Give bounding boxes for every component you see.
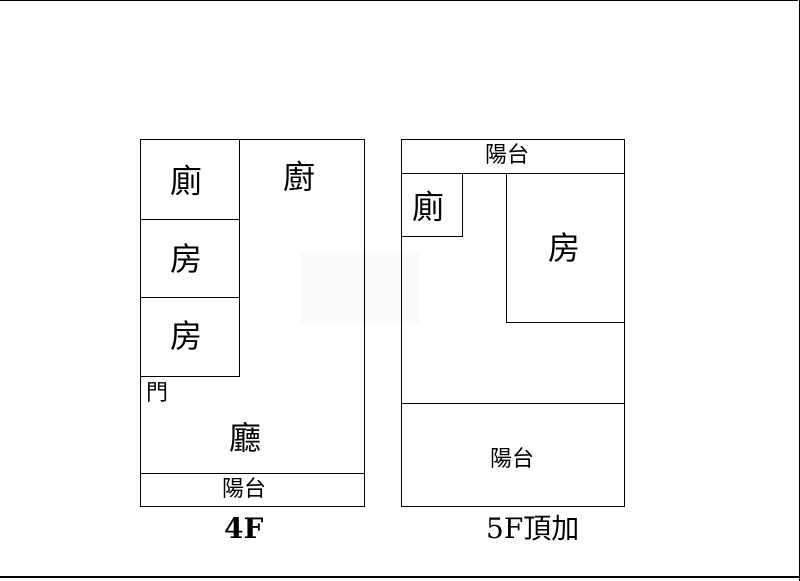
room-4f-bedroom-2 [140,297,240,377]
label-4f-balcony: 陽台 [222,477,267,502]
caption-4f: 4F [224,512,264,545]
caption-5f: 5F頂加 [486,512,580,545]
room-5f-toilet [401,173,463,237]
label-5f-balcony-top: 陽台 [485,143,530,168]
floor-plan-5f [401,139,625,507]
label-4f-door: 門 [146,381,169,406]
image-border-bottom [0,576,800,578]
label-5f-toilet: 廁 [412,188,445,226]
image-border-top [0,0,798,1]
label-4f-bedroom-2: 房 [170,317,203,355]
label-4f-kitchen: 廚 [283,158,316,196]
label-5f-bedroom: 房 [548,229,581,267]
label-5f-balcony-bottom: 陽台 [490,447,535,472]
label-4f-living-room: 廳 [229,419,262,457]
wall-5f-balcony-bottom [401,403,625,404]
faint-watermark [300,252,420,324]
label-4f-bedroom-1: 房 [170,240,203,278]
room-5f-bedroom [506,173,625,323]
wall-4f-balcony [140,473,365,474]
label-4f-toilet: 廁 [170,162,203,200]
